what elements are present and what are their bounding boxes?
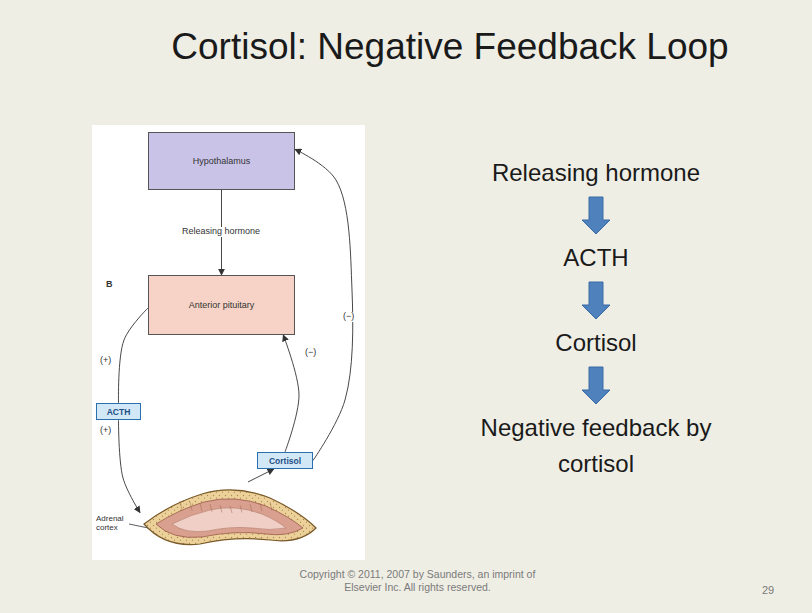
edge-label: (+) — [99, 426, 112, 436]
node-text: ACTH — [105, 407, 133, 417]
medulla — [172, 508, 286, 532]
hormone-tag: ACTH — [96, 403, 141, 420]
feedback-arrow — [118, 308, 148, 403]
node-text: Negative feedback by cortisol — [451, 410, 741, 482]
edge-label: Releasing hormone — [181, 227, 261, 237]
gland-box: Hypothalamus — [148, 132, 295, 190]
slide-title: Cortisol: Negative Feedback Loop — [100, 26, 800, 68]
block-arrow — [582, 367, 610, 404]
copyright-caption: Copyright © 2011, 2007 by Saunders, an i… — [290, 568, 545, 593]
node-text: Cortisol — [446, 325, 746, 361]
texture — [180, 501, 272, 513]
gland-box: Anterior pituitary — [148, 275, 295, 335]
node-text: ACTH — [446, 240, 746, 276]
edge-label: (+) — [99, 356, 112, 366]
block-arrow — [582, 282, 610, 319]
hormone-tag: Cortisol — [257, 452, 313, 469]
feedback-arrow — [248, 469, 274, 482]
panel-letter: B — [106, 280, 113, 290]
cortex-layer — [144, 490, 316, 545]
node-text: Releasing hormone — [446, 155, 746, 191]
block-arrow — [582, 197, 610, 234]
edge-label: (−) — [304, 348, 317, 358]
feedback-arrow — [295, 149, 353, 460]
feedback-arrow — [119, 420, 141, 513]
feedback-arrow — [283, 335, 299, 452]
flow-step: Cortisol — [446, 325, 746, 361]
adrenal-gland-drawing — [140, 482, 320, 550]
slide-number: 29 — [762, 584, 774, 596]
node-text: Anterior pituitary — [186, 300, 258, 310]
flow-step: Negative feedback by cortisol — [451, 410, 741, 482]
edge-label: (−) — [342, 312, 355, 322]
node-text: Cortisol — [267, 456, 303, 466]
adrenal-illustration: Adrenal cortex — [140, 482, 320, 550]
figure-ground — [92, 125, 365, 560]
organ-label: Adrenal cortex — [96, 514, 136, 532]
cortex-inner-zone — [156, 499, 303, 538]
node-text: Hypothalamus — [190, 156, 254, 166]
flow-step: ACTH — [446, 240, 746, 276]
flow-step: Releasing hormone — [446, 155, 746, 191]
